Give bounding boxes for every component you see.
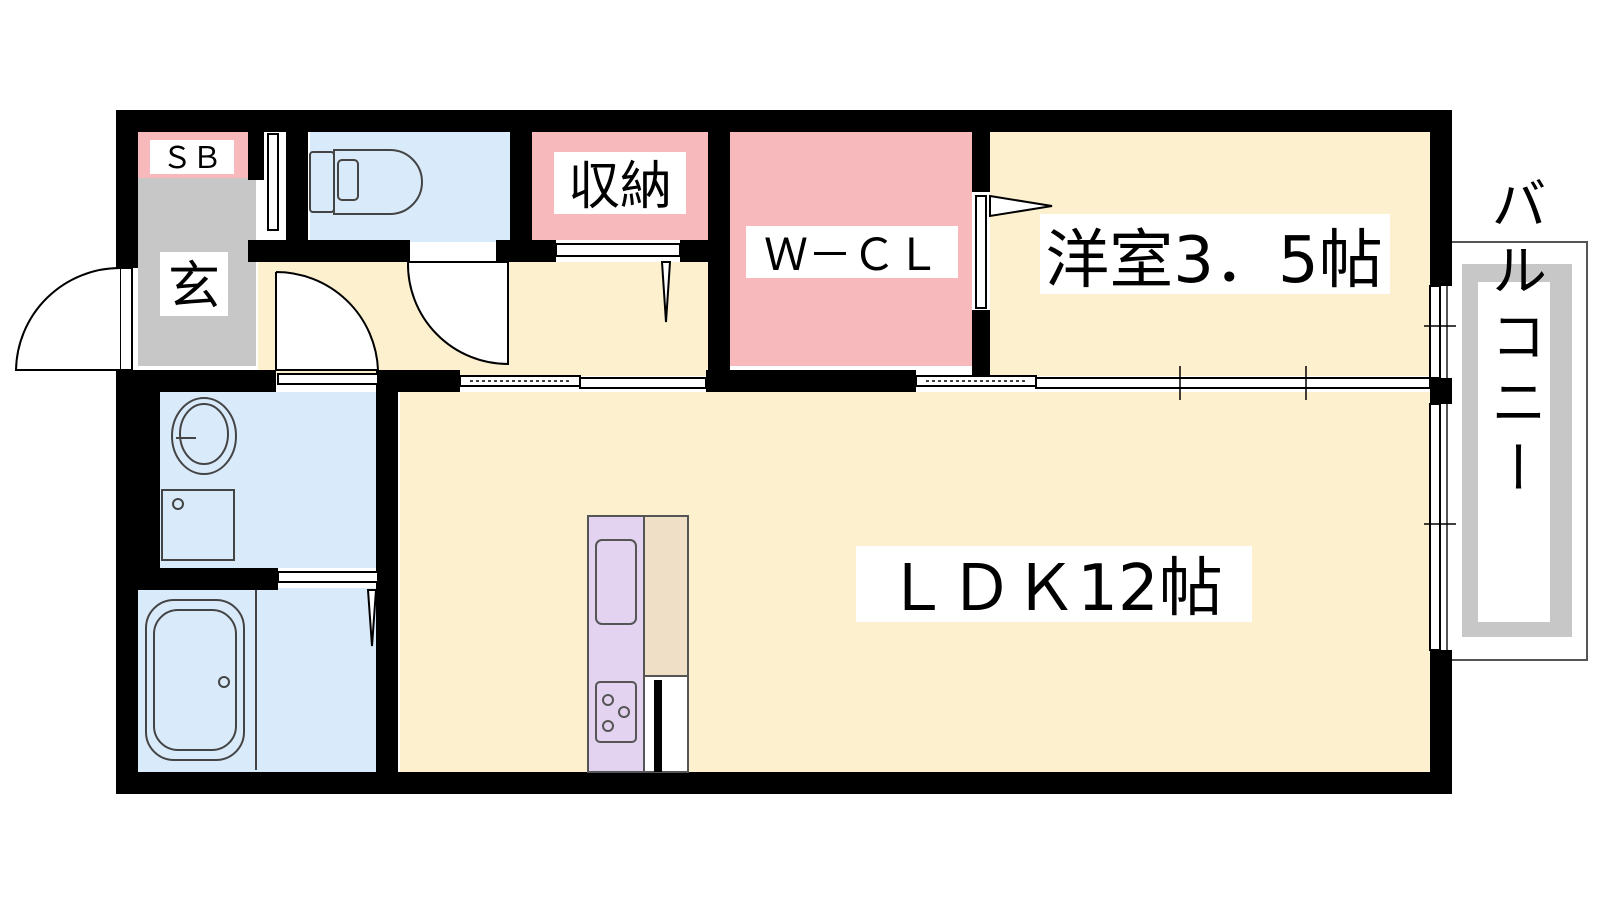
room-labels: ＳＢ 玄 収納 Ｗ－ＣＬ 洋室3．5帖 ＬＤＫ12帖 バルコニー [150, 140, 1550, 626]
sb-label: ＳＢ [162, 141, 222, 176]
swing-doors [14, 194, 1053, 647]
entrance-label: 玄 [168, 257, 220, 317]
storage-label: 収納 [568, 157, 672, 217]
kitchen-counter-top [643, 515, 689, 677]
balcony-label: バルコニー [1482, 175, 1547, 505]
toilet-fixture [309, 149, 423, 215]
kitchen-sink [595, 539, 637, 625]
bedroom-label: 洋室3．5帖 [1045, 224, 1382, 298]
door-ticks [470, 325, 1456, 525]
sliding-doors [119, 133, 1441, 651]
kitchen-stove [595, 681, 637, 743]
kitchen-counter [587, 515, 689, 773]
bathtub-fixture [145, 590, 257, 770]
washbasin-fixture [161, 397, 237, 561]
walls [116, 110, 1452, 794]
wcl-label: Ｗ－ＣＬ [764, 230, 940, 281]
ldk-label: ＬＤＫ12帖 [885, 552, 1222, 626]
